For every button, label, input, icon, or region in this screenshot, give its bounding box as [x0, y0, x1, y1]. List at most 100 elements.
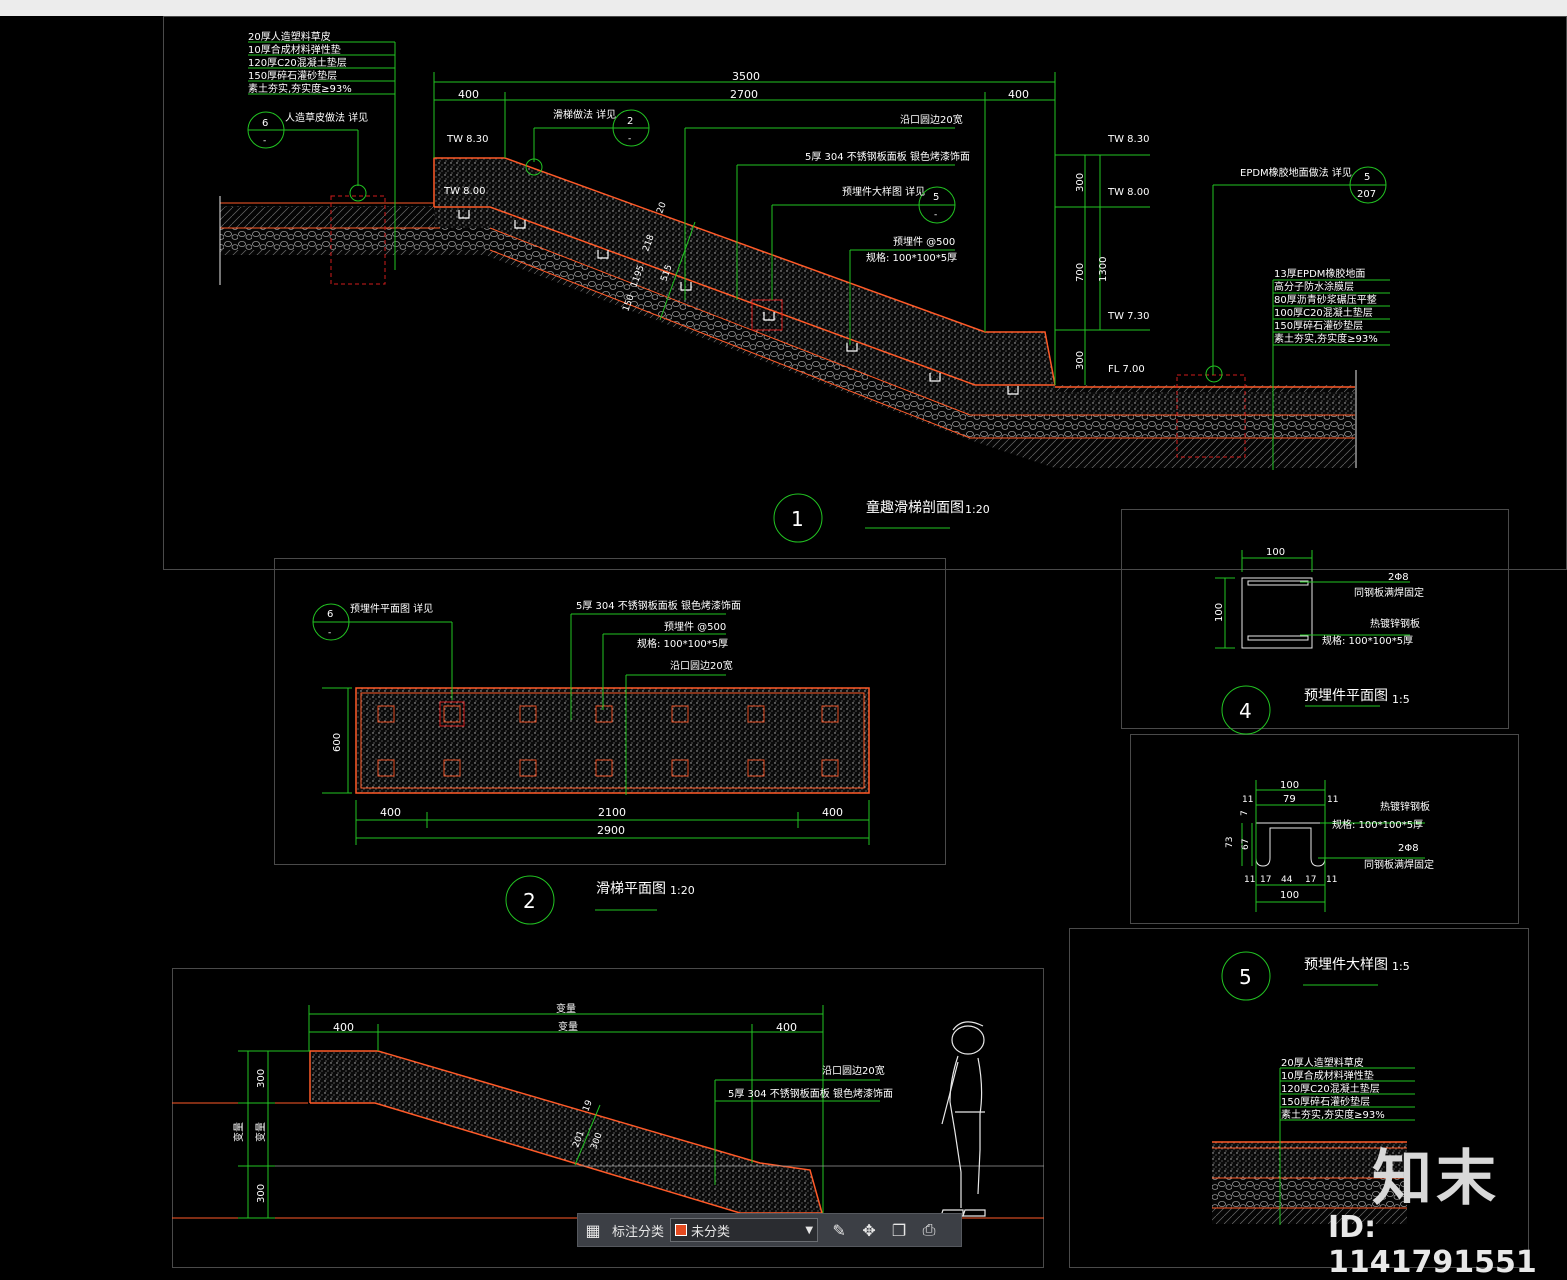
s2-ref-sub: - — [328, 628, 331, 638]
note-steel: 5厚 304 不锈钢板面板 银色烤漆饰面 — [805, 150, 970, 163]
s5-dim-side-3: 67 — [1241, 839, 1251, 850]
s3-note-edge: 沿口圆边20宽 — [822, 1064, 885, 1077]
category-color-swatch — [675, 1224, 688, 1236]
section1-title: 童趣滑梯剖面图 — [866, 499, 964, 516]
dim-left: 400 — [458, 88, 479, 101]
section-1-drawing: 20厚人造塑料草皮 10厚合成材料弹性垫 120厚C20混凝土垫层 150厚碎石… — [219, 30, 1390, 543]
s3-vdim-4: 300 — [256, 1184, 267, 1203]
ref-grass-sub: - — [263, 136, 266, 146]
layer-top-3: 120厚C20混凝土垫层 — [248, 56, 347, 69]
s6-layer-4: 150厚碎石灌砂垫层 — [1281, 1095, 1370, 1108]
layer-right-6: 素土夯实,夯实度≥93% — [1274, 332, 1378, 345]
dim-total: 3500 — [732, 70, 760, 83]
section2-title: 滑梯平面图 — [596, 880, 666, 897]
watermark-logo: 知末 — [1372, 1144, 1500, 1214]
layers-icon[interactable]: ▦ — [585, 1220, 601, 1240]
section5-circle-number: 5 — [1239, 965, 1252, 989]
s2-dim-total: 2900 — [597, 824, 625, 837]
watermark-id: ID: 1141791551 — [1328, 1210, 1537, 1280]
note-edge: 沿口圆边20宽 — [900, 113, 963, 126]
section-3-drawing: 变量 400 变量 400 300 变量 变量 300 19 201 300 沿… — [172, 1002, 1044, 1219]
layer-right-5: 150厚碎石灌砂垫层 — [1274, 319, 1363, 332]
section2-scale: 1:20 — [670, 884, 695, 897]
move-icon[interactable]: ✥ — [862, 1220, 876, 1240]
s5-dim-top-1: 100 — [1280, 780, 1299, 791]
ref-slide-num: 2 — [627, 116, 633, 127]
annotation-category-label: 标注分类 — [612, 1224, 665, 1240]
layer-right-3: 80厚沥青砂浆碾压平整 — [1274, 293, 1377, 306]
level-right-1: TW 8.30 — [1107, 134, 1149, 145]
s3-note-steel: 5厚 304 不锈钢板面板 银色烤漆饰面 — [728, 1087, 893, 1100]
s4-dim-h: 100 — [1214, 603, 1225, 622]
paste-icon[interactable]: ⎙ — [922, 1220, 936, 1239]
s3-vdim-2: 变量 — [232, 1122, 245, 1142]
s2-dim-mid: 2100 — [598, 806, 626, 819]
child-figure — [940, 1021, 986, 1217]
s2-dim-left: 400 — [380, 806, 401, 819]
s5-dim-bottom-6: 100 — [1280, 890, 1299, 901]
drawing-frame-2 — [274, 558, 946, 865]
s3-slope-1: 19 — [581, 1099, 594, 1113]
ref-embed-text: 预埋件大样图 详见 — [842, 185, 925, 198]
copy-icon[interactable]: ❐ — [891, 1220, 907, 1240]
embed-spacing: 预埋件 @500 — [893, 236, 955, 248]
slope-dim-1: 20 — [655, 201, 668, 215]
s5-dim-top-4: 11 — [1327, 795, 1338, 805]
layer-top-2: 10厚合成材料弹性垫 — [248, 43, 341, 56]
s5-dim-top-3: 11 — [1242, 795, 1253, 805]
section-2-drawing: 6 - 预埋件平面图 详见 5厚 304 不锈钢板面板 银色烤漆饰面 预埋件 @… — [312, 599, 870, 925]
ref-epdm-num: 5 — [1364, 172, 1370, 183]
section2-circle-number: 2 — [523, 889, 536, 913]
ref-epdm-sub: 207 — [1357, 189, 1376, 200]
s5-dim-bottom-5: 11 — [1326, 875, 1337, 885]
top-bar — [0, 0, 1567, 16]
s5-dim-side-2: 73 — [1225, 837, 1235, 848]
ref-embed-num: 5 — [933, 192, 939, 203]
category-select[interactable]: 未分类 ▼ — [670, 1218, 819, 1242]
s3-dim-right: 400 — [776, 1021, 797, 1034]
edit-icon[interactable]: ✎ — [832, 1220, 846, 1240]
section1-scale: 1:20 — [965, 503, 990, 516]
s5-note3: 2Φ8 — [1398, 843, 1419, 854]
s4-dim-w: 100 — [1266, 547, 1285, 558]
layer-top-4: 150厚碎石灌砂垫层 — [248, 69, 337, 82]
s6-layer-2: 10厚合成材料弹性垫 — [1281, 1069, 1374, 1082]
layer-right-4: 100厚C20混凝土垫层 — [1274, 306, 1373, 319]
layer-top-5: 素土夯实,夯实度≥93% — [248, 82, 352, 95]
dim-mid: 2700 — [730, 88, 758, 101]
vdim-1: 300 — [1075, 173, 1086, 192]
section5-title: 预埋件大样图 — [1304, 957, 1388, 973]
s4-note4: 规格: 100*100*5厚 — [1322, 634, 1413, 647]
s2-dim-height: 600 — [332, 733, 343, 752]
s5-dim-bottom-4: 17 — [1305, 875, 1316, 885]
dim-right: 400 — [1008, 88, 1029, 101]
vdim-2: 700 — [1075, 263, 1086, 282]
ref-grass-num: 6 — [262, 118, 268, 129]
section-5-drawing: 100 79 11 11 7 73 67 11 17 44 17 11 100 … — [1221, 780, 1434, 1001]
layer-right-2: 高分子防水涂膜层 — [1274, 280, 1354, 293]
section-4-drawing: 100 100 2Φ8 同钢板满焊固定 热镀锌钢板 规格: 100*100*5厚… — [1214, 547, 1424, 735]
s5-dim-top-2: 79 — [1283, 794, 1296, 805]
s2-ref-num: 6 — [327, 609, 333, 620]
s5-note2: 规格: 100*100*5厚 — [1332, 818, 1423, 831]
s4-note1: 2Φ8 — [1388, 572, 1409, 583]
level-right-3: TW 7.30 — [1107, 311, 1149, 322]
level-left-1: TW 8.30 — [446, 134, 488, 145]
s2-note-steel: 5厚 304 不锈钢板面板 银色烤漆饰面 — [576, 599, 741, 612]
section4-scale: 1:5 — [1392, 693, 1410, 706]
layer-right-1: 13厚EPDM橡胶地面 — [1274, 267, 1365, 280]
annotation-toolbar: ▦ 标注分类 未分类 ▼ ✎ ✥ ❐ ⎙ — [577, 1213, 962, 1247]
ref-grass-text: 人造草皮做法 详见 — [285, 111, 368, 124]
vdim-4: 300 — [1075, 351, 1086, 370]
s3-dim-total: 变量 — [556, 1002, 576, 1015]
section4-title: 预埋件平面图 — [1304, 688, 1388, 704]
embed-spec: 规格: 100*100*5厚 — [866, 251, 957, 264]
s4-note2: 同钢板满焊固定 — [1354, 586, 1424, 599]
level-left-2: TW 8.00 — [443, 186, 485, 197]
s2-dim-right: 400 — [822, 806, 843, 819]
s2-embed-spacing: 预埋件 @500 — [664, 621, 726, 633]
drawing-frame-5 — [1130, 734, 1519, 924]
s5-dim-bottom-1: 11 — [1244, 875, 1255, 885]
drawing-frame-4 — [1121, 509, 1509, 729]
